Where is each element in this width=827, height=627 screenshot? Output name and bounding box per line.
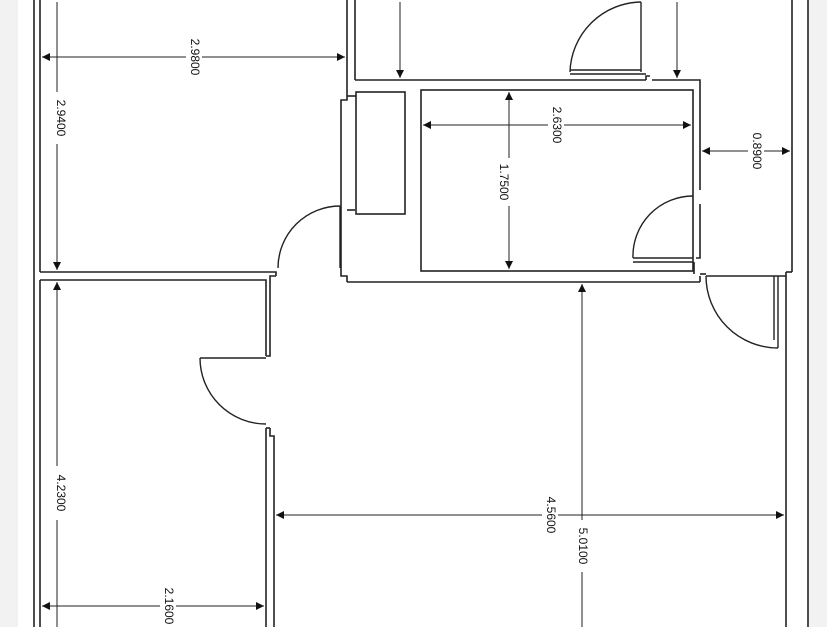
door-bedroom	[199, 357, 267, 425]
dim-label-2160: 2.1600	[162, 588, 176, 625]
wardrobe	[355, 91, 406, 215]
left-margin	[0, 0, 18, 627]
dim-label-1750: 1.7500	[497, 164, 511, 201]
dim-label-4560: 4.5600	[544, 497, 558, 534]
dim-label-2630: 2.6300	[550, 107, 564, 144]
bathroom-inner	[420, 89, 694, 272]
dim-label-2940: 2.9400	[54, 100, 68, 137]
walls	[33, 0, 809, 627]
horizontal-wall-left	[40, 271, 277, 276]
door-top	[569, 1, 642, 73]
dim-label-2980: 2.9800	[188, 39, 202, 76]
doors	[199, 1, 786, 425]
door-entrance	[705, 275, 779, 349]
dimension-labels: 2.9800 2.9400 2.6300 1.7500 0.8900 4.230…	[54, 39, 764, 625]
door-bathroom	[632, 195, 694, 259]
right-margin	[809, 0, 827, 627]
dim-label-5010: 5.0100	[576, 528, 590, 565]
door-hall-left	[277, 205, 341, 269]
dim-label-0890: 0.8900	[750, 133, 764, 170]
dimension-lines	[42, 2, 790, 627]
dim-label-4230: 4.2300	[54, 475, 68, 512]
